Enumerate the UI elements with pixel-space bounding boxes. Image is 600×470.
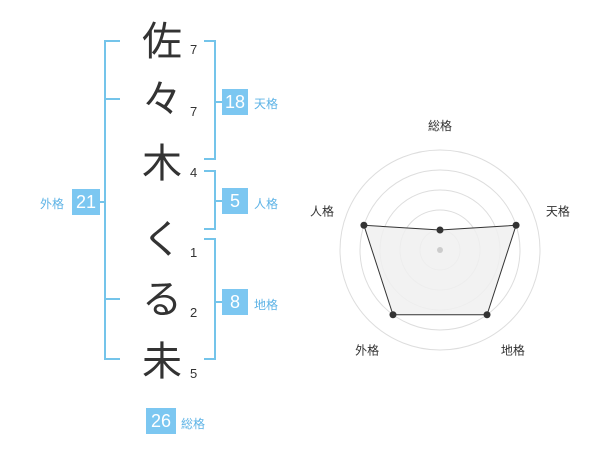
bracket-line — [214, 101, 222, 103]
bracket-line — [214, 238, 216, 360]
radar-point — [436, 226, 444, 234]
gaikaku-value: 21 — [72, 189, 100, 215]
stroke-count-5: 2 — [190, 305, 198, 320]
bracket-line — [204, 158, 216, 160]
chikaku-label: 地格 — [254, 298, 279, 312]
name-char-1: 佐 — [142, 19, 182, 65]
name-char-6: 未 — [142, 339, 182, 385]
stroke-count-4: 1 — [190, 245, 198, 260]
radar-point — [360, 221, 368, 229]
stroke-count-2: 7 — [190, 104, 198, 119]
soukaku-value: 26 — [146, 408, 176, 434]
stroke-count-6: 5 — [190, 366, 198, 381]
radar-axis-label: 天格 — [546, 204, 570, 219]
name-char-2: 々 — [142, 77, 182, 123]
chikaku-value: 8 — [222, 289, 248, 315]
radar-point — [512, 221, 520, 229]
bracket-line — [98, 201, 106, 203]
bracket-line — [214, 200, 222, 202]
bracket-line — [104, 298, 120, 300]
radar-grid-ring — [339, 149, 541, 351]
radar-point — [389, 311, 397, 319]
jinkaku-label: 人格 — [254, 197, 279, 211]
bracket-line — [214, 301, 222, 303]
tenkaku-value: 18 — [222, 89, 248, 115]
radar-axis-label: 人格 — [310, 204, 334, 219]
bracket-line — [204, 170, 216, 172]
soukaku-label: 総格 — [181, 417, 206, 431]
bracket-line — [104, 40, 106, 360]
gaikaku-label: 外格 — [40, 197, 65, 211]
radar-axis-label: 総格 — [428, 118, 452, 133]
bracket-line — [204, 228, 216, 230]
radar-axis-label: 地格 — [501, 342, 525, 357]
bracket-line — [204, 358, 216, 360]
name-char-4: く — [142, 217, 182, 263]
stroke-count-3: 4 — [190, 165, 198, 180]
bracket-line — [204, 238, 216, 240]
radar-center — [437, 247, 443, 253]
bracket-line — [204, 40, 216, 42]
radar-area — [363, 224, 517, 316]
name-char-3: 木 — [142, 141, 182, 187]
tenkaku-label: 天格 — [254, 97, 279, 111]
bracket-line — [214, 40, 216, 160]
stroke-count-1: 7 — [190, 42, 198, 57]
radar-point — [483, 311, 491, 319]
bracket-line — [104, 40, 120, 42]
bracket-line — [104, 98, 120, 100]
radar-grid-ring — [359, 169, 521, 331]
jinkaku-value: 5 — [222, 188, 248, 214]
name-char-5: る — [142, 277, 182, 323]
bracket-line — [104, 358, 120, 360]
radar-axis-label: 外格 — [355, 342, 379, 357]
